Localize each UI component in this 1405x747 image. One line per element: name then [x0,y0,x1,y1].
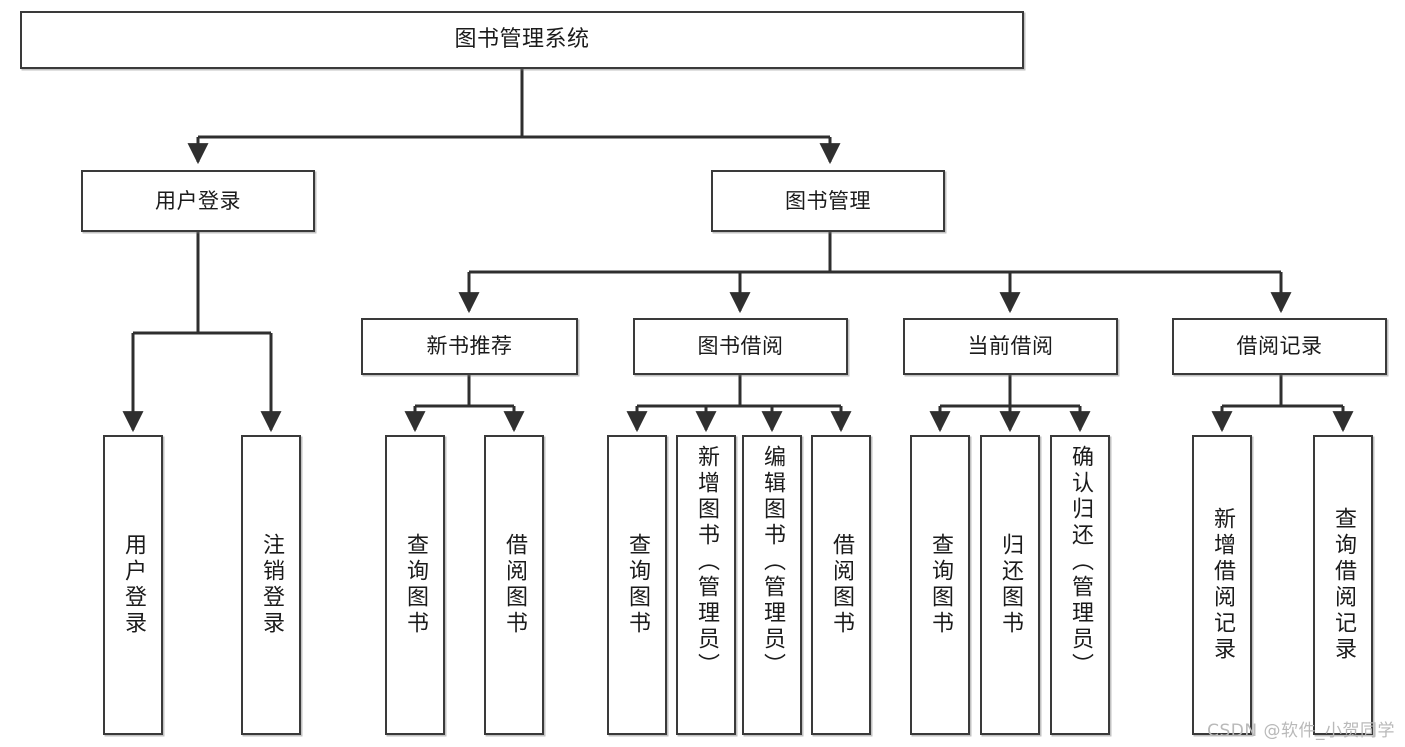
node-new-book-recommend[interactable]: 新书推荐 [361,318,578,375]
node-label: 归还图书 [998,533,1023,637]
node-book-borrow[interactable]: 图书借阅 [633,318,848,375]
node-borrow-record[interactable]: 借阅记录 [1172,318,1387,375]
leaf-query-book-recommend[interactable]: 查询图书 [385,435,445,735]
node-label: 查询图书 [928,533,953,637]
node-label: 当前借阅 [967,334,1054,359]
node-label: 用户登录 [121,533,146,637]
leaf-query-book-current[interactable]: 查询图书 [910,435,970,735]
node-label: 新书推荐 [426,334,513,359]
leaf-borrow-book-recommend[interactable]: 借阅图书 [484,435,544,735]
node-label: 确认归还（管理员） [1068,445,1093,679]
leaf-query-borrow-record[interactable]: 查询借阅记录 [1313,435,1373,735]
node-root-book-management-system[interactable]: 图书管理系统 [20,11,1024,69]
node-label: 借阅记录 [1236,334,1323,359]
node-label: 查询借阅记录 [1331,507,1356,663]
node-label: 图书管理系统 [454,27,590,53]
leaf-user-login[interactable]: 用户登录 [103,435,163,735]
node-current-borrow[interactable]: 当前借阅 [903,318,1118,375]
node-user-login[interactable]: 用户登录 [81,170,315,232]
leaf-confirm-return-admin[interactable]: 确认归还（管理员） [1050,435,1110,735]
leaf-borrow-book[interactable]: 借阅图书 [811,435,871,735]
node-label: 借阅图书 [502,533,527,637]
node-label: 查询图书 [403,533,428,637]
node-label: 图书借阅 [697,334,784,359]
node-label: 借阅图书 [829,533,854,637]
leaf-add-book-admin[interactable]: 新增图书（管理员） [676,435,736,735]
leaf-return-book[interactable]: 归还图书 [980,435,1040,735]
leaf-query-book-borrow[interactable]: 查询图书 [607,435,667,735]
leaf-edit-book-admin[interactable]: 编辑图书（管理员） [742,435,802,735]
node-label: 图书管理 [785,188,871,213]
node-label: 查询图书 [625,533,650,637]
node-label: 编辑图书（管理员） [760,445,785,679]
leaf-user-logout[interactable]: 注销登录 [241,435,301,735]
node-label: 用户登录 [155,188,241,213]
leaf-add-borrow-record[interactable]: 新增借阅记录 [1192,435,1252,735]
node-label: 新增图书（管理员） [694,445,719,679]
watermark-text: CSDN @软件_小贺同学 [1207,721,1395,741]
node-book-management[interactable]: 图书管理 [711,170,945,232]
node-label: 注销登录 [259,533,284,637]
node-label: 新增借阅记录 [1210,507,1235,663]
